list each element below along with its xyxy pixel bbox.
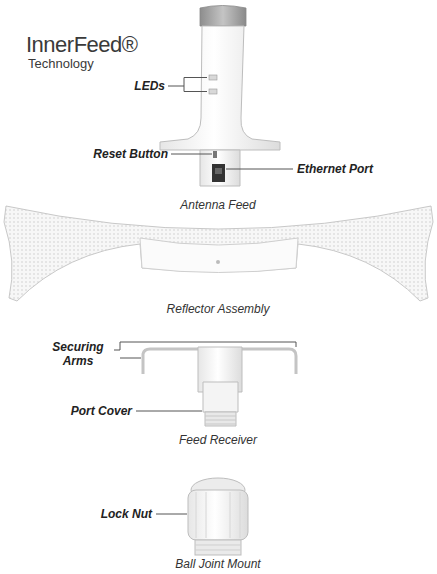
- leader-lines: [114, 78, 296, 515]
- subtitle: Technology: [28, 57, 94, 71]
- part-label: Ethernet Port: [297, 162, 373, 176]
- brand-title: InnerFeed®: [26, 33, 138, 57]
- figure-caption: Ball Joint Mount: [175, 557, 260, 571]
- ball-joint-figure: [188, 478, 248, 555]
- reflector-figure: [4, 206, 433, 301]
- figure-caption: Feed Receiver: [179, 433, 257, 447]
- figure-caption: Reflector Assembly: [167, 302, 270, 316]
- antenna-feed-figure: [160, 6, 280, 187]
- part-label: Securing Arms: [45, 340, 111, 368]
- part-label: Reset Button: [93, 147, 168, 161]
- part-label: Port Cover: [71, 404, 132, 418]
- part-label: LEDs: [134, 79, 165, 93]
- part-label: Lock Nut: [101, 507, 152, 521]
- figure-caption: Antenna Feed: [180, 198, 255, 212]
- feed-receiver-figure: [143, 347, 296, 426]
